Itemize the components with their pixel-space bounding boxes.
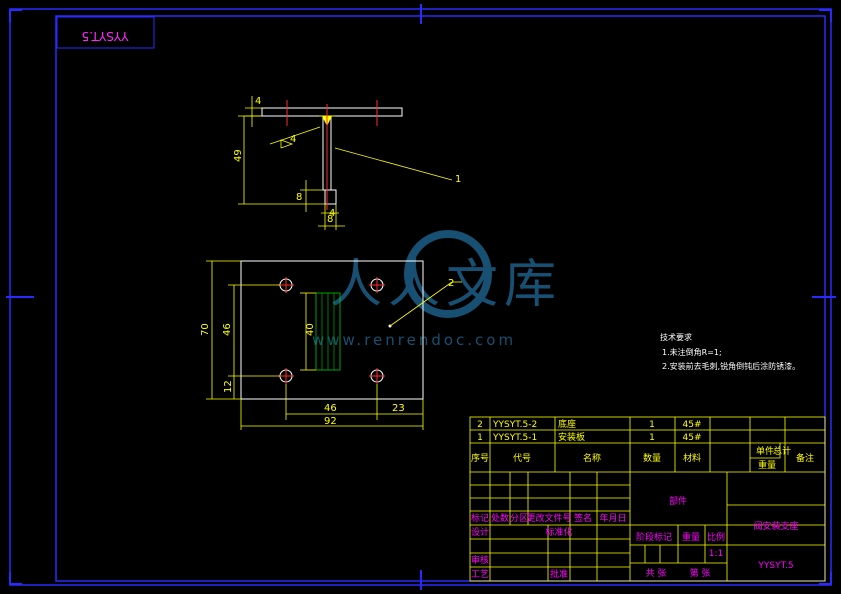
top-dim-hole-spacing-x: 46 [324,403,337,414]
header-weight: 重量 [758,459,776,471]
watermark: 人人文库 www.renrendoc.com [312,230,562,349]
centering-marks [6,4,836,590]
watermark-brand: 人人文库 [330,255,562,315]
sheets-total: 共 张 [646,568,667,579]
rev-zone: 分区 [510,513,528,524]
table-row: 2 YYSYT.5-2 底座 1 45# [477,418,701,430]
watermark-url: www.renrendoc.com [312,331,516,349]
assembly-label: 部件 [669,495,687,507]
stage-scale-value: 1:1 [709,549,723,559]
front-dim-height: 49 [233,149,244,162]
table-row: 1 YYSYT.5-1 安装板 1 45# [477,431,701,443]
approval-design: 设计 [471,526,489,538]
part-seq: 2 [477,420,483,430]
parts-header: 序号 代号 名称 数量 材料 单件 总计 重量 备注 [471,445,814,471]
part-material: 45# [683,433,702,443]
corner-code: YYSYT.5 [82,29,130,43]
approval-review: 审核 [471,554,489,566]
approval-labels: 设计 标准化 审核 工艺 批准 [471,526,573,580]
sheet-number: 第 张 [690,567,711,579]
tech-note-2: 2.安装前去毛刺,锐角倒钝后涂防锈漆。 [662,361,800,371]
approval-standard: 标准化 [545,526,572,538]
front-dim-stem-width: 4 [329,208,335,219]
stage-scale-label: 比例 [707,531,725,543]
corner-code-box [56,16,155,49]
front-leader-label: 1 [455,174,461,185]
header-seq: 序号 [471,452,489,464]
header-code: 代号 [513,453,531,464]
front-view: 4 49 8 4 8 4 1 [233,96,461,230]
rev-sign: 签名 [574,512,592,524]
part-name: 安装板 [558,431,585,443]
header-name: 名称 [583,452,601,464]
top-dim-plate-height: 70 [200,323,211,336]
title-block [469,416,826,582]
approval-approve: 批准 [550,568,568,580]
rev-count: 处数 [491,512,509,524]
approval-process: 工艺 [471,569,489,580]
top-dim-hole-edge-offset: 12 [223,380,234,393]
watermark-logo-icon [404,230,492,318]
header-material: 材料 [683,452,701,464]
front-dim-base-width: 8 [327,214,333,225]
part-material: 45# [683,420,702,430]
header-total-weight: 总计 [773,445,791,457]
stage-labels: 阶段标记 重量 比例 1:1 共 张 第 张 [636,531,725,579]
stage-weight-label: 重量 [682,531,700,543]
rev-date: 年月日 [599,512,626,524]
drawing-number: YYSYT.5 [757,561,793,571]
part-qty: 1 [649,420,655,430]
part-qty: 1 [649,433,655,443]
stage-mark-label: 阶段标记 [636,531,672,543]
top-view: 70 46 40 12 46 23 92 2 [200,260,462,430]
rev-doc: 更改文件号 [526,512,571,524]
top-dim-rib-length: 40 [305,323,316,336]
part-seq: 1 [477,433,483,443]
tech-notes-title: 技术要求 [660,332,692,342]
sheet-border-inner [55,15,826,582]
parts-list: 2 YYSYT.5-2 底座 1 45# 1 YYSYT.5-1 安装板 1 4… [471,418,814,471]
technical-notes: 技术要求 1.未注倒角R=1; 2.安装前去毛刺,锐角倒钝后涂防锈漆。 [660,332,800,371]
top-leader-label: 2 [448,278,454,289]
part-code: YYSYT.5-1 [492,433,537,443]
header-unit-weight: 单件 [756,445,774,457]
revision-header: 标记 处数 分区 更改文件号 签名 年月日 [471,512,627,524]
part-name: 底座 [558,418,576,430]
front-dim-base-height: 8 [296,192,302,203]
front-dim-weld: 4 [290,134,296,145]
rev-mark: 标记 [471,512,489,524]
tech-note-1: 1.未注倒角R=1; [662,347,722,357]
front-dim-flange-thickness: 4 [255,96,261,107]
drawing-title: 阀安装支座 [753,520,798,532]
part-code: YYSYT.5-2 [492,420,537,430]
top-dim-hole-spacing-y: 46 [222,323,233,336]
top-dim-plate-width: 92 [324,416,337,427]
header-qty: 数量 [643,452,661,464]
top-dim-hole-edge-x: 23 [392,403,405,414]
header-remark: 备注 [796,452,814,464]
